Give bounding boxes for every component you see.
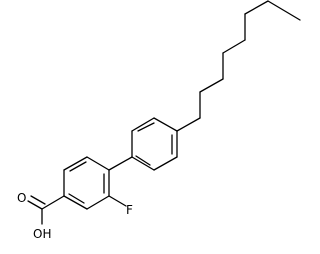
ring-bond [131, 156, 155, 171]
ring-bond [131, 117, 155, 132]
fluorine-label: F [126, 203, 133, 217]
hydroxyl-label: OH [33, 227, 51, 241]
ring-double-bond [69, 161, 87, 172]
chain-bond [244, 0, 269, 15]
c-o-double-bond [30, 195, 46, 205]
molecule-structure: F O OH [17, 0, 301, 241]
octyl-chain [176, 0, 301, 132]
ring-bond [153, 156, 178, 171]
chain-bond [176, 117, 201, 132]
carboxyl-group [27, 195, 65, 225]
ring-bond [153, 117, 178, 132]
phenyl-ring [131, 117, 178, 171]
c-f-bond [108, 195, 127, 207]
chain-bond [222, 39, 246, 54]
ring-bond [86, 156, 110, 171]
carbonyl-oxygen-label: O [17, 191, 26, 205]
chain-bond [267, 0, 301, 21]
structure-canvas: F O OH [17, 0, 301, 241]
fluorophenyl-ring [63, 156, 110, 210]
chain-bond [199, 78, 224, 93]
c-o-double-bond [27, 200, 43, 210]
c-c-bond [41, 195, 65, 210]
ring-bond [86, 195, 110, 210]
ring-double-bond [137, 122, 155, 132]
ring-double-bond [68, 193, 85, 204]
biaryl-bond [108, 156, 133, 171]
ring-bond [63, 195, 88, 210]
ring-double-bond [135, 155, 151, 166]
ring-bond [63, 156, 88, 171]
